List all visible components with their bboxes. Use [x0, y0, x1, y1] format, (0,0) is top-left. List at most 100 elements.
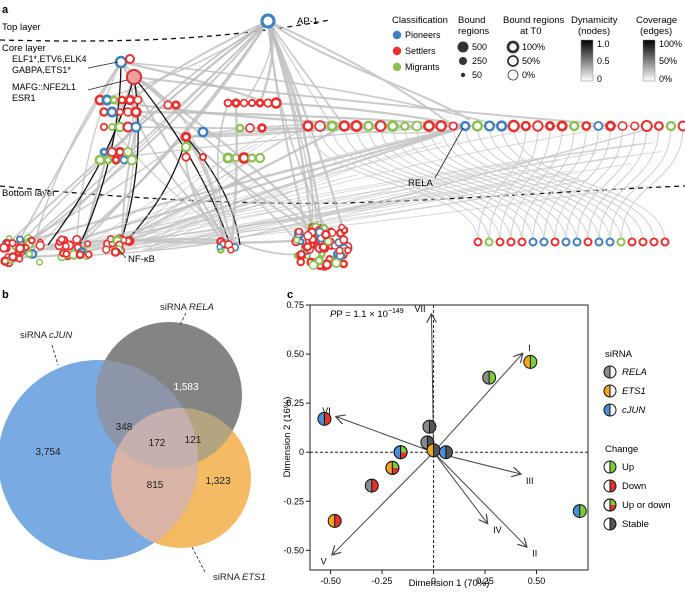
- network-node: [618, 239, 625, 246]
- legend-bound-regions: Bound regions 500 250 50: [458, 15, 490, 80]
- network-node: [256, 154, 264, 162]
- loading-vector: [333, 452, 434, 554]
- network-node: [336, 247, 342, 253]
- legend-dynamicity-title2: (nodes): [578, 26, 610, 37]
- network-node: [640, 239, 647, 246]
- legend-t0-title2: at T0: [520, 26, 541, 37]
- legend-sirna-title: siRNA: [605, 349, 633, 360]
- legend-sirna-marker-left: [604, 385, 610, 397]
- panel-a: a Top layer Core layer Bottom layer AP-1…: [0, 4, 685, 270]
- data-point-right: [335, 514, 342, 527]
- network-node: [546, 122, 553, 129]
- network-node: [0, 244, 8, 252]
- y-tick-label: 0.75: [286, 300, 304, 310]
- elf-label-line2: GABPA,ETS1*: [12, 65, 71, 75]
- network-node: [246, 124, 254, 132]
- network-node: [26, 251, 32, 257]
- network-node: [594, 122, 602, 130]
- network-node: [217, 244, 222, 249]
- venn-leader-rela: [180, 313, 186, 325]
- legend-classification: Classification Pioneers Settlers Migrant…: [392, 15, 448, 72]
- network-node: [485, 122, 494, 131]
- network-node: [37, 259, 43, 265]
- network-node: [59, 236, 65, 242]
- network-node: [339, 225, 344, 230]
- network-node: [63, 251, 69, 257]
- legend-t0-50: 50%: [522, 56, 540, 66]
- network-node: [596, 239, 603, 246]
- data-point-left: [439, 446, 446, 459]
- y-tick-label: 0.50: [286, 349, 304, 359]
- network-node: [237, 125, 244, 132]
- legend-pioneers: Pioneers: [405, 30, 441, 40]
- pioneers-swatch: [393, 31, 401, 39]
- network-node: [309, 261, 317, 269]
- network-node: [241, 100, 248, 107]
- legend-change-marker-right: [610, 480, 616, 492]
- network-node: [228, 247, 234, 253]
- elf-leader-line: [88, 62, 118, 68]
- mafg-label-line2: ESR1: [12, 93, 36, 103]
- data-point-up: [392, 462, 398, 468]
- network-node: [182, 153, 190, 161]
- p-value: PP = 1.1 × 10−149: [330, 308, 404, 320]
- data-point-left: [328, 514, 334, 527]
- network-node: [328, 122, 336, 130]
- size-50-swatch: [461, 73, 465, 77]
- network-node: [509, 121, 519, 131]
- data-point-left: [318, 412, 324, 425]
- data-point-right: [530, 355, 537, 368]
- network-node: [298, 251, 304, 257]
- legend-change-marker-left: [604, 499, 610, 511]
- data-point-left: [394, 446, 401, 459]
- network-node: [117, 109, 123, 115]
- network-node: [36, 242, 44, 250]
- network-node: [631, 122, 639, 130]
- x-axis-label: Dimension 1 (70%): [409, 578, 490, 589]
- vector-label: II: [532, 548, 537, 558]
- network-node: [164, 101, 172, 109]
- legend-sirna-marker-right: [610, 366, 616, 378]
- network-node: [272, 99, 281, 108]
- data-point-right: [580, 505, 586, 518]
- data-point-right: [489, 371, 496, 384]
- t0-0-swatch: [508, 70, 518, 80]
- network-node: [116, 148, 124, 156]
- ap1-label: AP-1: [297, 16, 318, 27]
- legend-bound-t0: Bound regions at T0 100% 50% 0%: [503, 15, 565, 80]
- legend-change-marker-left: [604, 461, 610, 473]
- venn-count-all: 172: [149, 438, 166, 449]
- coverage-colorbar: [643, 40, 655, 81]
- legend-size-250: 250: [472, 56, 487, 66]
- network-node: [199, 128, 207, 136]
- network-node: [662, 239, 669, 246]
- legend-dynamicity: Dynamicity (nodes) 1.0 0.5 0: [571, 15, 618, 84]
- legend-change-label: Stable: [622, 519, 649, 530]
- network-node: [530, 239, 537, 246]
- network-node: [401, 122, 408, 129]
- venn-count-rela-only: 1,583: [173, 382, 198, 393]
- coverage-tick-100: 100%: [659, 39, 682, 49]
- dynamicity-tick-0: 0: [597, 74, 602, 84]
- venn-count-cjun-only: 3,754: [35, 447, 60, 458]
- network-node: [558, 122, 566, 130]
- legend-change-marker-right: [610, 461, 616, 473]
- venn-count-rela-ets1: 121: [185, 435, 202, 446]
- network-node: [629, 239, 636, 246]
- network-node: [200, 154, 206, 160]
- size-250-swatch: [459, 57, 467, 65]
- network-node: [519, 239, 526, 246]
- network-node: [132, 108, 140, 116]
- network-node: [412, 122, 421, 131]
- legend-change-label: Up or down: [622, 500, 671, 511]
- coverage-tick-0: 0%: [659, 74, 672, 84]
- vector-label: V: [321, 556, 327, 566]
- vector-label: I: [528, 343, 531, 353]
- network-node: [296, 229, 302, 235]
- network-node: [570, 122, 578, 130]
- network-node: [103, 246, 110, 253]
- network-node: [388, 122, 397, 131]
- venn-leader-cjun: [52, 345, 58, 365]
